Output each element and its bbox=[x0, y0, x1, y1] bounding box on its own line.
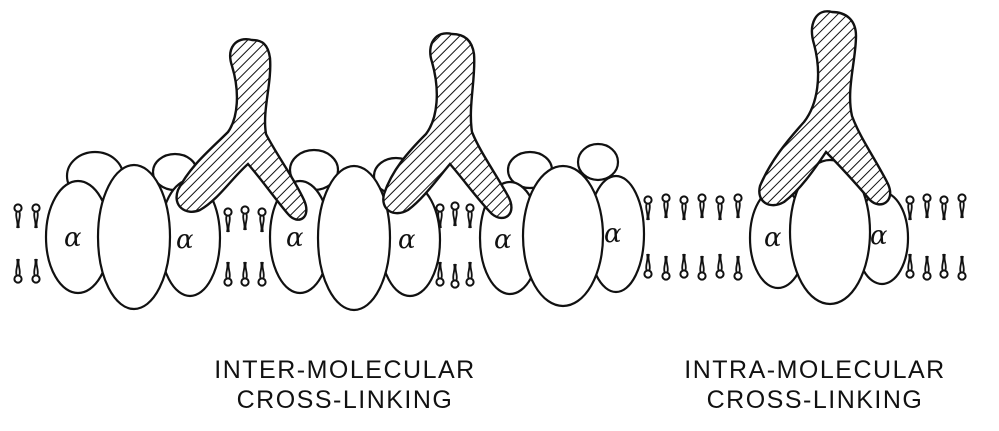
alpha-label: α bbox=[604, 219, 622, 249]
alpha-label: α bbox=[176, 225, 194, 255]
lipid-bilayer-between-2 bbox=[436, 202, 473, 287]
alpha-label: α bbox=[494, 225, 512, 255]
caption-inter-line1: INTER-MOLECULAR bbox=[150, 355, 540, 385]
caption-intra-line1: INTRA-MOLECULAR bbox=[640, 355, 990, 385]
caption-intra-molecular: INTRA-MOLECULAR CROSS-LINKING bbox=[640, 355, 990, 415]
lipid-bilayer-right bbox=[906, 194, 965, 279]
lipid-bilayer-left bbox=[14, 204, 39, 282]
caption-intra-line2: CROSS-LINKING bbox=[640, 385, 990, 415]
alpha-label: α bbox=[286, 223, 304, 253]
alpha-label: α bbox=[870, 221, 888, 251]
antibody-1 bbox=[177, 39, 307, 219]
antibody-2 bbox=[383, 33, 511, 218]
receptor-complex-4 bbox=[750, 132, 908, 304]
alpha-label: α bbox=[398, 225, 416, 255]
caption-inter-molecular: INTER-MOLECULAR CROSS-LINKING bbox=[150, 355, 540, 415]
alpha-label: α bbox=[764, 223, 782, 253]
caption-inter-line2: CROSS-LINKING bbox=[150, 385, 540, 415]
lipid-bilayer-middle bbox=[644, 194, 741, 279]
lipid-bilayer-between-1 bbox=[224, 206, 265, 285]
alpha-label: α bbox=[64, 223, 82, 253]
